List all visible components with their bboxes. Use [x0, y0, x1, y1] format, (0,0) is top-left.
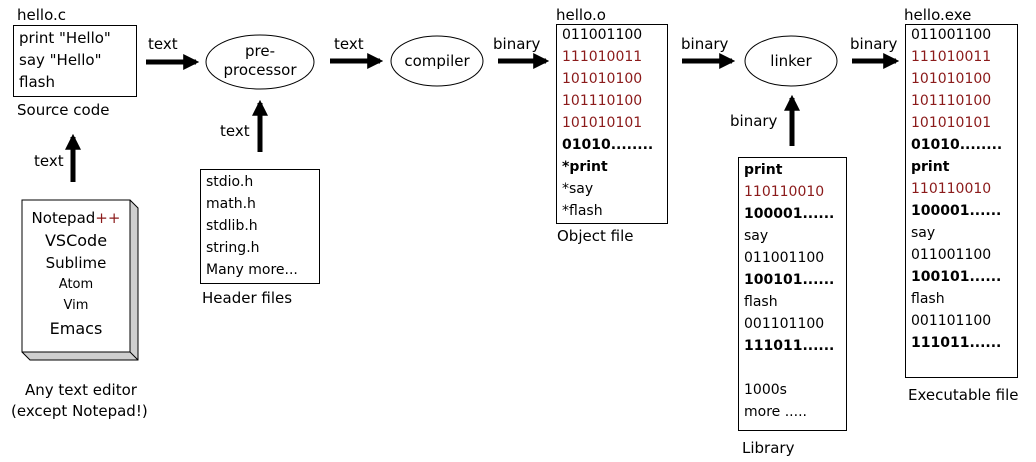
- exe-line: 011001100: [911, 27, 992, 43]
- exe-line: 01010........: [911, 137, 1003, 153]
- linker-label: linker: [770, 52, 812, 70]
- exe-line: 111010011: [911, 49, 992, 65]
- header-files-box: stdio.h math.h stdlib.h string.h Many mo…: [200, 169, 320, 284]
- exe-line: 100101......: [911, 269, 1002, 285]
- header-file-item: stdio.h: [206, 174, 254, 190]
- exe-line: 100001......: [911, 203, 1002, 219]
- exe-file-box: 011001100 111010011 101010100 101110100 …: [905, 24, 1018, 378]
- library-line: more .....: [744, 404, 807, 420]
- exe-line: 011001100: [911, 247, 992, 263]
- editor-box-3d: [21, 199, 139, 361]
- object-line: *say: [562, 181, 594, 197]
- source-line: say "Hello": [19, 51, 102, 69]
- source-code-box: print "Hello" say "Hello" flash: [13, 25, 137, 97]
- edge-label-library-to-linker: binary: [730, 112, 778, 130]
- header-files-caption: Header files: [202, 289, 293, 307]
- object-filename: hello.o: [556, 6, 606, 24]
- exe-line: 111011......: [911, 335, 1002, 351]
- exe-line: 101110100: [911, 93, 992, 109]
- editor-item-vim: Vim: [63, 298, 89, 313]
- exe-line: 101010100: [911, 71, 992, 87]
- source-line: print "Hello": [19, 29, 111, 47]
- compiler-ellipse: [390, 35, 484, 87]
- object-line: *flash: [562, 203, 603, 219]
- edge-label-preprocessor-to-compiler: text: [334, 35, 364, 53]
- library-caption: Library: [742, 439, 795, 457]
- library-line: print: [744, 162, 783, 178]
- library-line: 100001......: [744, 206, 835, 222]
- source-filename: hello.c: [17, 6, 66, 24]
- exe-filename: hello.exe: [904, 6, 972, 24]
- edge-label-linker-to-exe: binary: [850, 35, 898, 53]
- library-line: say: [744, 228, 769, 244]
- edge-label-editor-to-source: text: [34, 152, 64, 170]
- editor-caption-line1: Any text editor: [25, 381, 137, 399]
- header-file-item: string.h: [206, 240, 260, 256]
- exe-line: flash: [911, 291, 945, 307]
- edge-label-headers-to-preprocessor: text: [220, 122, 250, 140]
- object-line: 101110100: [562, 93, 643, 109]
- exe-line: 101010101: [911, 115, 992, 131]
- exe-line: print: [911, 159, 950, 175]
- library-line: 001101100: [744, 316, 825, 332]
- editor-item-atom: Atom: [58, 277, 94, 292]
- library-box: print 110110010 100001...... say 0110011…: [738, 157, 847, 431]
- object-line: 011001100: [562, 27, 643, 43]
- library-line: 1000s: [744, 382, 787, 398]
- exe-caption: Executable file: [908, 386, 1019, 404]
- compiler-label: compiler: [404, 52, 470, 70]
- source-caption: Source code: [17, 101, 110, 119]
- editor-item-emacs: Emacs: [49, 319, 103, 338]
- object-caption: Object file: [557, 227, 634, 245]
- library-line: 011001100: [744, 250, 825, 266]
- preprocessor-label: pre- processor: [206, 42, 314, 80]
- preprocessor-label-line2: processor: [223, 61, 297, 79]
- header-file-item: Many more...: [206, 262, 298, 278]
- preprocessor-label-line1: pre-: [245, 42, 275, 60]
- exe-line: 001101100: [911, 313, 992, 329]
- edge-label-compiler-to-object: binary: [493, 35, 541, 53]
- edge-label-source-to-preprocessor: text: [148, 35, 178, 53]
- exe-line: 110110010: [911, 181, 992, 197]
- object-line: *print: [562, 159, 608, 175]
- object-file-box: 011001100 111010011 101010100 101110100 …: [556, 24, 668, 224]
- library-line: 100101......: [744, 272, 835, 288]
- exe-line: say: [911, 225, 936, 241]
- library-line: 110110010: [744, 184, 825, 200]
- library-line: flash: [744, 294, 778, 310]
- editor-item-vscode: VSCode: [44, 231, 108, 250]
- editor-item-sublime: Sublime: [45, 254, 107, 272]
- linker-ellipse: [744, 35, 838, 87]
- object-line: 101010100: [562, 71, 643, 87]
- object-line: 01010........: [562, 137, 654, 153]
- source-line: flash: [19, 73, 55, 91]
- object-line: 111010011: [562, 49, 643, 65]
- editor-caption-line2: (except Notepad!): [11, 402, 148, 420]
- preprocessor-ellipse: [205, 34, 315, 90]
- edge-label-object-to-linker: binary: [681, 35, 729, 53]
- object-line: 101010101: [562, 115, 643, 131]
- editor-item-notepadpp: Notepad++: [31, 209, 121, 227]
- library-line: 111011......: [744, 338, 835, 354]
- header-file-item: stdlib.h: [206, 218, 258, 234]
- header-file-item: math.h: [206, 196, 256, 212]
